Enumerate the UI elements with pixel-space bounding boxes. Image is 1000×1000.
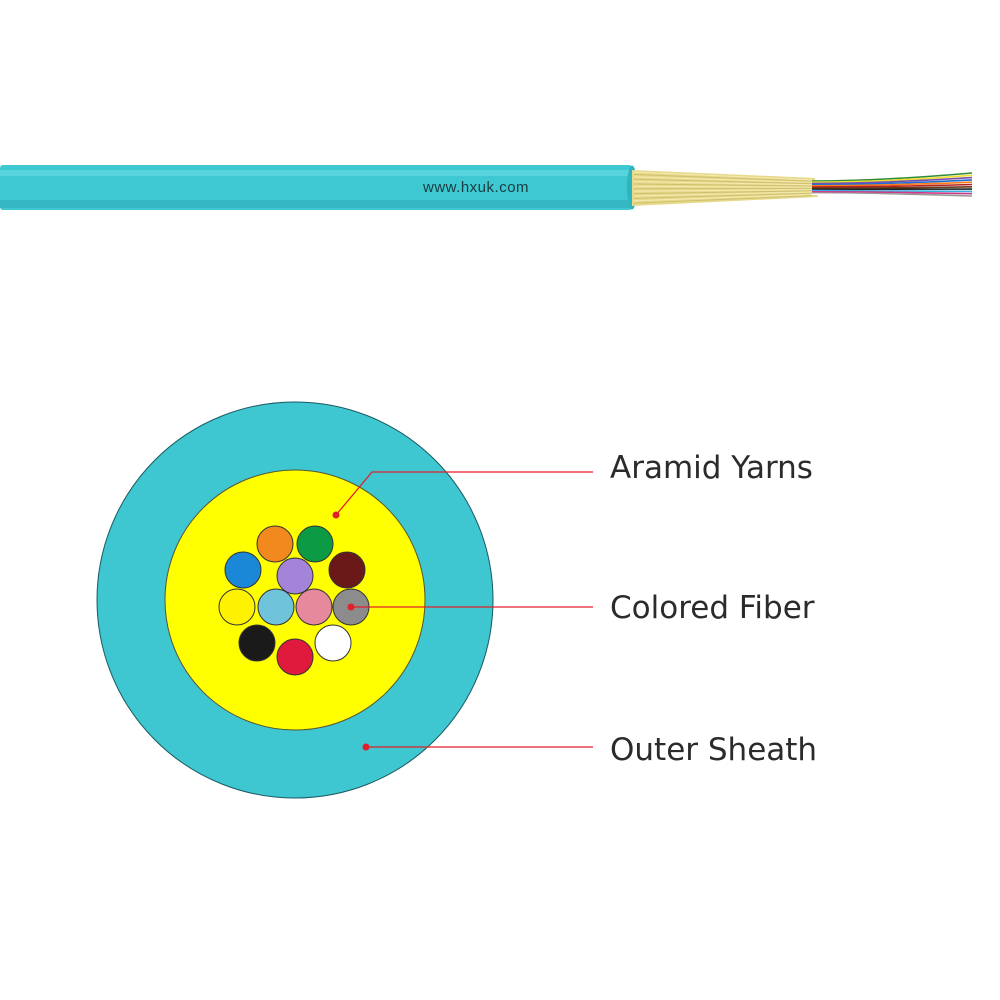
fiber-blue [224, 551, 262, 589]
fiber-white [314, 624, 352, 662]
callouts: Aramid Yarns Colored Fiber Outer Sheath [332, 450, 817, 768]
aramid-yarn-circle [164, 469, 426, 731]
yarn-strand [633, 171, 813, 181]
fiber-strand [811, 176, 973, 185]
fiber-circles [218, 525, 370, 676]
callout-dot-sheath [362, 743, 370, 751]
fiber-brown [328, 551, 366, 589]
callout-dot-aramid [332, 511, 340, 519]
yarn-strand [633, 195, 813, 204]
fiber-strand [811, 193, 973, 200]
fiber-red [276, 638, 314, 676]
cable-sheath-highlight [0, 170, 630, 176]
yarn-strand [633, 183, 813, 187]
aramid-yarn-strands [633, 171, 813, 204]
fiber-strand [811, 191, 973, 195]
callout-label-sheath: Outer Sheath [610, 732, 817, 768]
fiber-rose [295, 588, 333, 626]
fiber-strand [811, 186, 973, 189]
callout-label-fiber: Colored Fiber [610, 590, 815, 626]
fiber-strand [811, 179, 973, 186]
cable-sheath-shade [0, 200, 630, 208]
callout-line-aramid [335, 471, 593, 516]
yarn-strand [633, 181, 813, 186]
fiber-violet [276, 557, 314, 595]
fiber-aqua [257, 588, 295, 626]
fiber-green [296, 525, 334, 563]
fiber-strand [811, 192, 973, 197]
yarn-strand [633, 193, 813, 202]
yarn-strand [633, 192, 813, 199]
fiber-strand [811, 183, 973, 188]
fiber-strands [811, 172, 973, 200]
cable-sheath [0, 165, 632, 210]
yarn-strand [633, 189, 813, 192]
fiber-strand [811, 181, 973, 187]
fiber-orange [256, 525, 294, 563]
fiber-strand [811, 189, 973, 193]
callout-label-aramid: Aramid Yarns [610, 450, 813, 486]
callout-dot-fiber [347, 603, 355, 611]
cross-section [96, 401, 494, 799]
yarn-strand [633, 176, 813, 183]
fiber-strand [811, 174, 973, 183]
yarn-strand [633, 190, 813, 195]
yarn-strand [633, 191, 813, 197]
fiber-black [238, 624, 276, 662]
yarn-strand [633, 173, 813, 182]
fiber-yellow [218, 588, 256, 626]
yarn-strand [633, 178, 813, 185]
fiber-strand [811, 172, 973, 182]
yarn-strand [633, 185, 813, 188]
cable-print-text: www.hxuk.com [422, 179, 529, 196]
cable-side-view: www.hxuk.com [0, 165, 973, 210]
